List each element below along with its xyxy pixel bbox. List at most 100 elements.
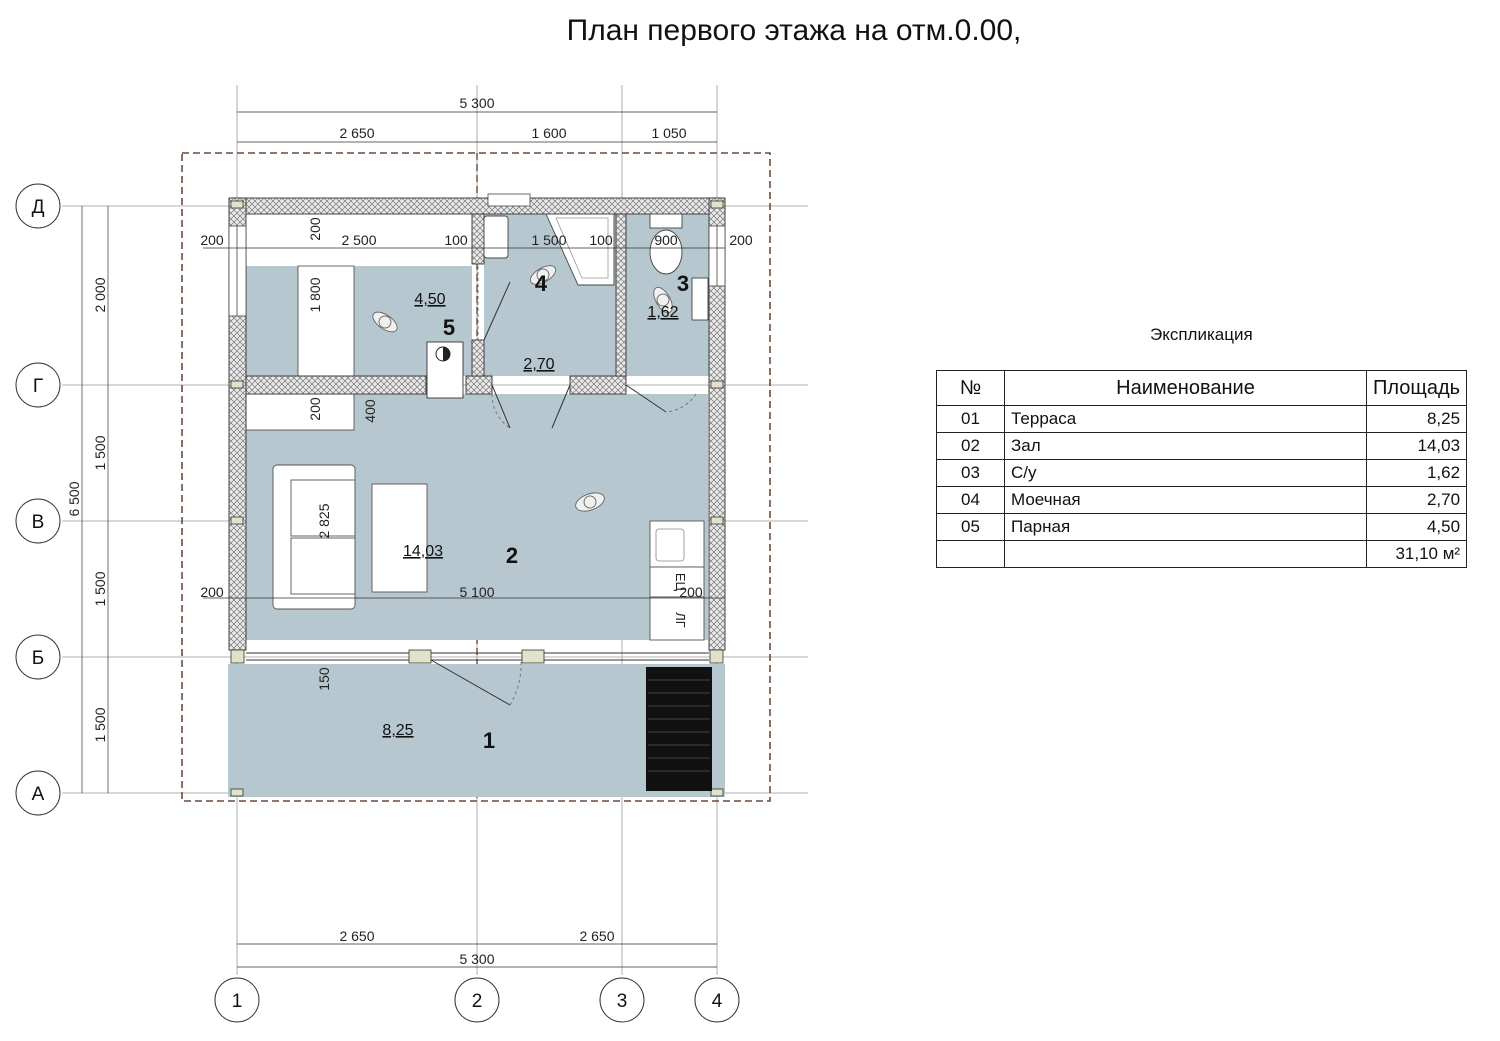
table-row: 03 С/у 1,62 bbox=[936, 459, 1468, 487]
axis-bubbles bbox=[15, 183, 740, 1023]
svg-text:Г: Г bbox=[33, 376, 43, 397]
room-area-steam: 4,50 bbox=[414, 291, 445, 308]
explication-title: Экспликация bbox=[1150, 325, 1253, 344]
bench-hall bbox=[245, 393, 355, 431]
dim-bottom-2: 2 650 bbox=[579, 928, 614, 944]
wc-basin bbox=[691, 277, 709, 321]
windows bbox=[228, 193, 726, 317]
room-number-terrace: 1 bbox=[483, 728, 495, 753]
table-total-row: 31,10 м² bbox=[936, 540, 1468, 568]
svg-text:Д: Д bbox=[32, 197, 45, 218]
header-name: Наименование bbox=[1004, 370, 1367, 406]
header-no: № bbox=[936, 370, 1005, 406]
explication-table: № Наименование Площадь 01 Терраса 8,25 0… bbox=[936, 370, 1468, 568]
svg-text:3: 3 bbox=[617, 991, 628, 1012]
roof-outline bbox=[181, 152, 771, 802]
room-numbers: 1 2 3 4 5 bbox=[443, 271, 689, 753]
dim-bottom-total: 5 300 bbox=[459, 951, 494, 967]
walls bbox=[228, 197, 726, 651]
axis-bubble-b bbox=[15, 634, 61, 680]
svg-text:100: 100 bbox=[589, 232, 613, 248]
stair bbox=[646, 667, 712, 791]
dim-left-1: 2 000 bbox=[92, 277, 108, 312]
label-lg: ЛГ bbox=[673, 612, 688, 628]
wall-partition-steam-2 bbox=[471, 339, 485, 377]
axis-bubble-v bbox=[15, 498, 61, 544]
kitchen-sink bbox=[649, 520, 705, 568]
dim-left-2: 1 500 bbox=[92, 435, 108, 470]
axis-bubble-1 bbox=[214, 977, 260, 1023]
shelf-lower bbox=[297, 265, 355, 377]
wall-partition-wc bbox=[615, 213, 627, 377]
dim-left-3: 1 500 bbox=[92, 571, 108, 606]
dim-bottom-1: 2 650 bbox=[339, 928, 374, 944]
room-areas: 8,25 14,03 1,62 2,70 4,50 bbox=[382, 291, 678, 739]
dim-left-4: 1 500 bbox=[92, 707, 108, 742]
svg-text:2 500: 2 500 bbox=[341, 232, 376, 248]
svg-text:5 100: 5 100 bbox=[459, 584, 494, 600]
axis-bubble-d bbox=[15, 183, 61, 229]
table-row: 04 Моечная 2,70 bbox=[936, 486, 1468, 514]
washbasin bbox=[483, 215, 509, 259]
explication-header-row: № Наименование Площадь bbox=[936, 370, 1468, 406]
dim-left-total: 6 500 bbox=[66, 481, 82, 516]
page-title: План первого этажа на отм.0.00, bbox=[566, 14, 1022, 47]
table bbox=[371, 483, 428, 593]
axis-bubble-3 bbox=[599, 977, 645, 1023]
svg-text:200: 200 bbox=[729, 232, 753, 248]
cooktop bbox=[649, 566, 705, 598]
axis-labels: 1 2 3 4 Д Г В Б А bbox=[32, 197, 723, 1012]
axis-bubble-g bbox=[15, 362, 61, 408]
table-row: 05 Парная 4,50 bbox=[936, 513, 1468, 541]
axis-bubble-a bbox=[15, 770, 61, 816]
room-number-steam: 5 bbox=[443, 315, 455, 340]
person-figures bbox=[372, 265, 673, 512]
svg-text:200: 200 bbox=[307, 217, 323, 241]
room-number-wc: 3 bbox=[677, 271, 689, 296]
fridge bbox=[649, 596, 705, 641]
toilet-bowl bbox=[649, 229, 683, 275]
room-area-hall: 14,03 bbox=[403, 543, 443, 560]
svg-text:2 825: 2 825 bbox=[316, 503, 332, 538]
svg-text:200: 200 bbox=[200, 232, 224, 248]
svg-text:400: 400 bbox=[362, 399, 378, 423]
svg-text:200: 200 bbox=[200, 584, 224, 600]
room-area-terrace: 8,25 bbox=[382, 722, 413, 739]
room-number-hall: 2 bbox=[506, 543, 518, 568]
wall-middle-3 bbox=[569, 375, 627, 395]
dim-top-total: 5 300 bbox=[459, 95, 494, 111]
svg-text:200: 200 bbox=[679, 584, 703, 600]
svg-text:В: В bbox=[32, 512, 45, 533]
dim-top-1: 2 650 bbox=[339, 125, 374, 141]
total-area: 31,10 м² bbox=[1365, 540, 1468, 568]
table-row: 01 Терраса 8,25 bbox=[936, 405, 1468, 433]
axis-bubble-2 bbox=[454, 977, 500, 1023]
svg-text:1 800: 1 800 bbox=[307, 277, 323, 312]
wall-partition-steam bbox=[471, 213, 485, 265]
dim-top-2: 1 600 bbox=[531, 125, 566, 141]
header-area: Площадь bbox=[1365, 370, 1468, 406]
wall-middle bbox=[245, 375, 427, 395]
room-area-wc: 1,62 bbox=[647, 304, 678, 321]
svg-text:А: А bbox=[32, 784, 45, 805]
doors bbox=[430, 266, 697, 706]
dimension-texts: 5 300 2 650 1 600 1 050 2 650 2 650 5 30… bbox=[66, 95, 753, 967]
sofa bbox=[272, 464, 356, 610]
dimension-lines bbox=[81, 111, 725, 968]
label-ec: ЕЦ bbox=[673, 573, 688, 592]
svg-text:150: 150 bbox=[316, 667, 332, 691]
svg-text:1 500: 1 500 bbox=[531, 232, 566, 248]
axis-bubble-4 bbox=[694, 977, 740, 1023]
svg-text:900: 900 bbox=[654, 232, 678, 248]
svg-text:200: 200 bbox=[307, 397, 323, 421]
room-area-washroom: 2,70 bbox=[523, 356, 554, 373]
shelf-upper bbox=[246, 214, 472, 266]
room-number-washroom: 4 bbox=[535, 271, 548, 296]
post-markers bbox=[230, 200, 724, 797]
front-glazing bbox=[246, 652, 709, 661]
wall-top bbox=[228, 197, 726, 215]
table-row: 02 Зал 14,03 bbox=[936, 432, 1468, 460]
svg-text:100: 100 bbox=[444, 232, 468, 248]
toilet-tank bbox=[649, 213, 683, 229]
